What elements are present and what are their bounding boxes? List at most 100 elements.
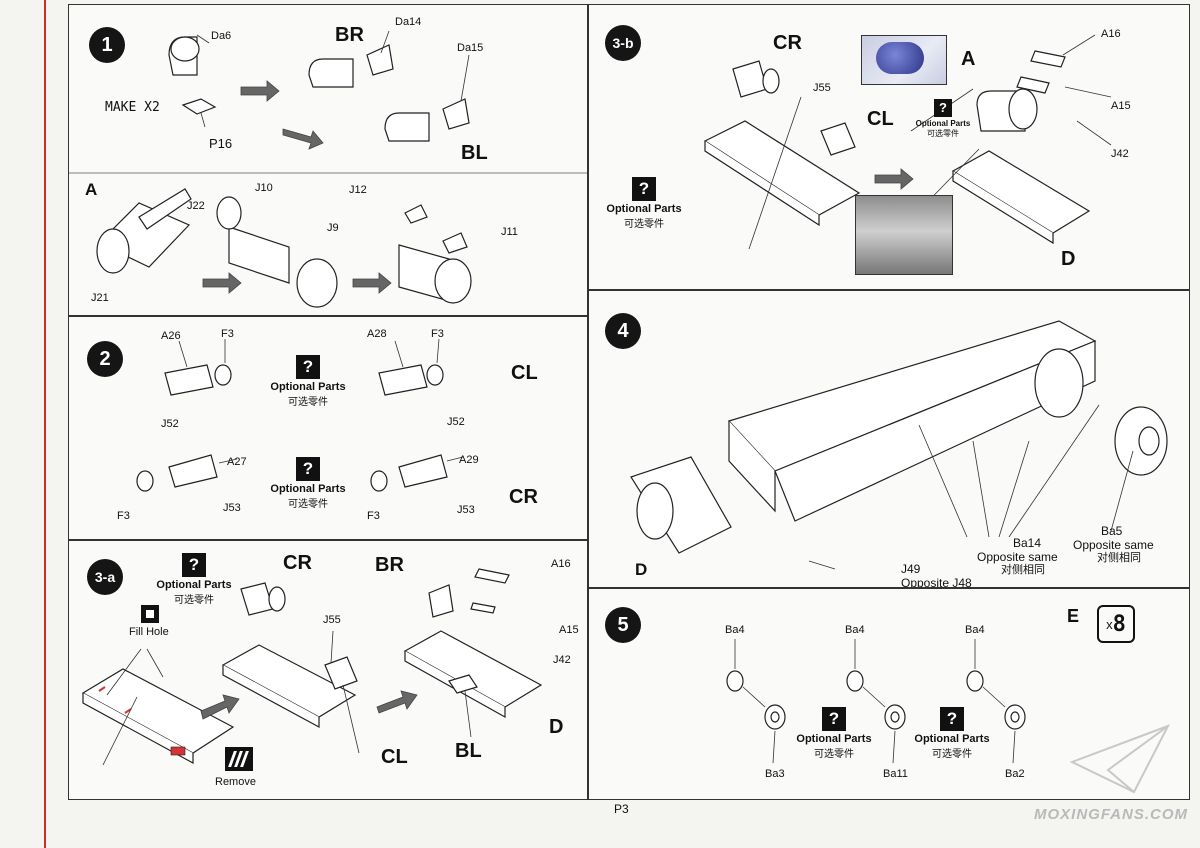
- step-3a-badge: 3-a: [87, 559, 123, 595]
- part-label-ba3: Ba3: [765, 768, 785, 780]
- part-label-j52-1: J52: [161, 418, 179, 430]
- label-a-3b: A: [961, 48, 976, 70]
- step-3a-illustration: [81, 568, 543, 766]
- question-icon: ?: [934, 99, 952, 117]
- part-label-a15-3b: A15: [1111, 100, 1131, 112]
- ba5-opposite-en: Opposite same: [1073, 538, 1154, 552]
- painted-detail-photo: [855, 195, 953, 275]
- panel-step-3a: 3-a ? Optional Parts 可选零件 Fill Hole Remo…: [68, 540, 588, 800]
- label-d-3a: D: [549, 716, 564, 738]
- part-label-ba4-1: Ba4: [725, 624, 745, 636]
- label-cr-3b: CR: [773, 32, 802, 54]
- step-1-illustration: [69, 30, 587, 308]
- paper-plane-logo-icon: [1069, 724, 1171, 794]
- part-label-j53-2: J53: [457, 504, 475, 516]
- step-1-badge: 1: [89, 27, 125, 63]
- part-label-p16: P16: [209, 136, 233, 151]
- binding-margin-line: [44, 0, 46, 848]
- part-label-j55-3a: J55: [323, 614, 341, 626]
- optional-parts-badge-2a: ? Optional Parts 可选零件: [270, 355, 346, 408]
- ba14-opposite-en: Opposite same: [977, 550, 1058, 564]
- panel-step-3b: 3-b ? Optional Parts 可选零件 ? Optional Par…: [588, 4, 1190, 290]
- part-label-ba5: Ba5: [1101, 524, 1123, 538]
- part-label-a27: A27: [227, 456, 247, 468]
- part-label-a15-3a: A15: [559, 624, 579, 636]
- part-label-f3-4: F3: [367, 510, 380, 522]
- ba5-opposite-cn: 对侧相同: [1097, 552, 1141, 564]
- make-x2-label: MAKE X2: [105, 100, 160, 115]
- part-label-da14: Da14: [395, 16, 422, 28]
- part-label-a29: A29: [459, 454, 479, 466]
- part-label-ba11: Ba11: [883, 768, 908, 780]
- step-4-hull-illustration: [630, 320, 1168, 570]
- question-icon: ?: [632, 177, 656, 201]
- label-cl-3b: CL: [867, 108, 894, 130]
- remove-icon: [225, 747, 253, 771]
- label-cl-3a: CL: [381, 746, 408, 768]
- side-label-cr: CR: [509, 486, 538, 508]
- part-label-j42-3b: J42: [1111, 148, 1129, 160]
- optional-parts-badge-2b: ? Optional Parts 可选零件: [270, 457, 346, 510]
- instruction-sheet: 1 Da6 MAKE X2 P16 BR Da14 Da15 BL A J22 …: [68, 4, 1190, 800]
- part-label-j42-3a: J42: [553, 654, 571, 666]
- part-label-j55-3b: J55: [813, 82, 831, 94]
- side-label-bl: BL: [461, 142, 488, 164]
- part-label-f3-1: F3: [221, 328, 234, 340]
- watermark-text: MOXINGFANS.COM: [1033, 806, 1188, 823]
- remove-label: Remove: [215, 776, 256, 788]
- label-br-3a: BR: [375, 554, 404, 576]
- side-label-cl: CL: [511, 362, 538, 384]
- question-icon: ?: [296, 457, 320, 481]
- panel-step-1: 1 Da6 MAKE X2 P16 BR Da14 Da15 BL A J22 …: [68, 4, 588, 316]
- step-2-badge: 2: [87, 341, 123, 377]
- part-label-a16-3a: A16: [551, 558, 571, 570]
- part-label-ba14: Ba14: [1013, 536, 1042, 550]
- part-label-f3-2: F3: [431, 328, 444, 340]
- optional-parts-badge-3b-small: ? Optional Parts 可选零件: [915, 99, 971, 138]
- panel-step-4: 4 D Ba14 Opposite same 对侧相同 Ba5 Opposite…: [588, 290, 1190, 588]
- step-4-badge: 4: [605, 313, 641, 349]
- hose-detail-photo: [861, 35, 947, 85]
- label-e: E: [1067, 606, 1080, 626]
- part-label-j53-1: J53: [223, 502, 241, 514]
- optional-parts-badge-5b: ? Optional Parts 可选零件: [914, 707, 990, 760]
- step-3b-badge: 3-b: [605, 25, 641, 61]
- optional-parts-badge-3b: ? Optional Parts 可选零件: [606, 177, 682, 230]
- part-label-j12: J12: [349, 184, 367, 196]
- step-a-label: A: [85, 180, 98, 199]
- j49-opposite-en: Opposite J48: [901, 576, 972, 588]
- part-label-j10: J10: [255, 182, 273, 194]
- label-d-3b: D: [1061, 248, 1076, 270]
- part-label-ba2: Ba2: [1005, 768, 1025, 780]
- part-label-j22: J22: [187, 200, 205, 212]
- panel-step-2: 2 A26 F3 J52 ? Optional Parts 可选零件 A28 F…: [68, 316, 588, 540]
- part-label-da15: Da15: [457, 42, 484, 54]
- step-5-badge: 5: [605, 607, 641, 643]
- step-3b-illustration: [703, 34, 1112, 250]
- label-bl-3a: BL: [455, 740, 482, 762]
- part-label-j21: J21: [91, 292, 109, 304]
- part-label-da6: Da6: [211, 30, 232, 42]
- question-icon: ?: [296, 355, 320, 379]
- part-label-ba4-3: Ba4: [965, 624, 985, 636]
- label-cr-3a: CR: [283, 552, 312, 574]
- ba14-opposite-cn: 对侧相同: [1001, 564, 1045, 576]
- part-label-a26: A26: [161, 330, 181, 342]
- question-icon: ?: [182, 553, 206, 577]
- fill-hole-icon: [141, 605, 159, 623]
- step-5-illustration: [726, 639, 1026, 764]
- page-number: P3: [614, 802, 629, 816]
- label-d-4: D: [635, 560, 648, 579]
- optional-parts-badge-5a: ? Optional Parts 可选零件: [796, 707, 872, 760]
- part-label-j11: J11: [501, 226, 518, 238]
- question-icon: ?: [940, 707, 964, 731]
- part-label-j52-2: J52: [447, 416, 465, 428]
- part-label-a16-3b: A16: [1101, 28, 1121, 40]
- part-label-f3-3: F3: [117, 510, 130, 522]
- optional-parts-badge-3a: ? Optional Parts 可选零件: [156, 553, 232, 606]
- fill-hole-label: Fill Hole: [129, 626, 169, 638]
- part-label-j49: J49: [901, 562, 921, 576]
- part-label-ba4-2: Ba4: [845, 624, 865, 636]
